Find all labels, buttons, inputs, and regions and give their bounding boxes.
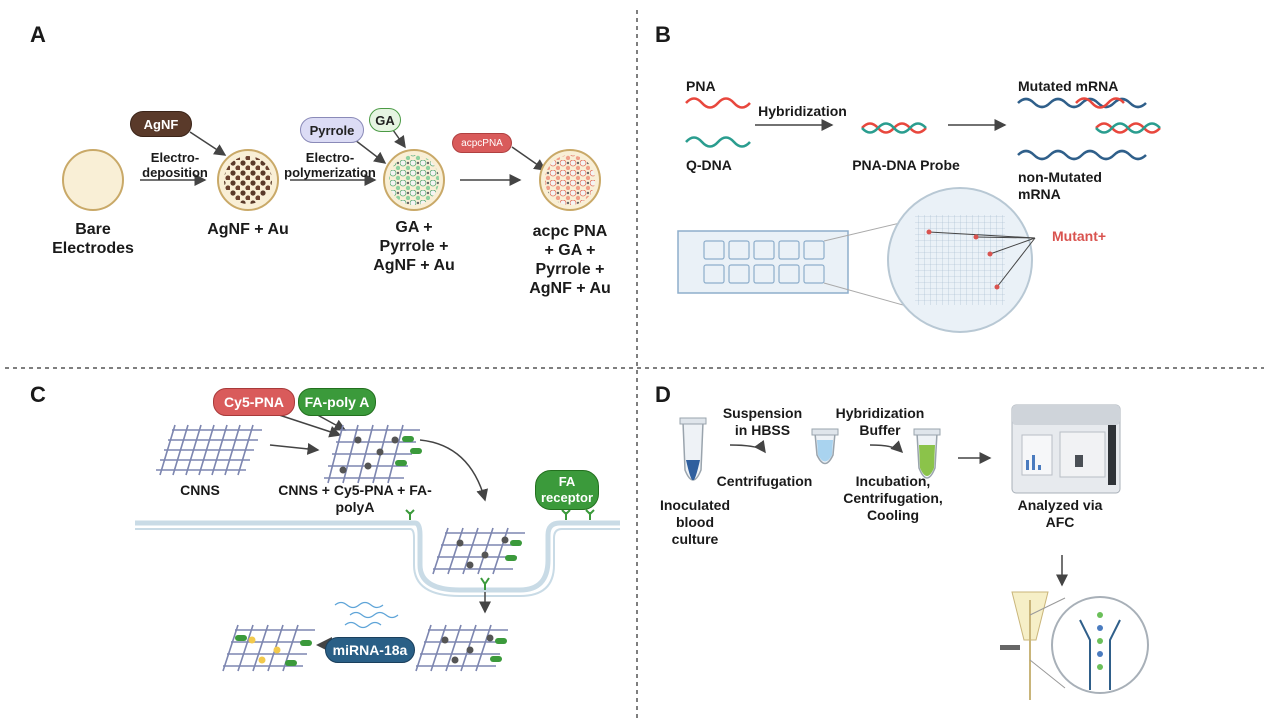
panel-label-b: B [655,22,671,47]
step-electrodeposition: Electro-deposition [142,150,208,180]
label-cnns: CNNS [180,482,220,498]
tag-agnf: AgNF [130,111,192,137]
afc-instrument [1011,404,1121,494]
panel-d-graphics [679,404,1149,700]
label-probe: PNA-DNA Probe [852,157,960,173]
label-cnns-complex: CNNS + Cy5-PNA + FA-polyA [278,482,432,515]
label-qdna: Q-DNA [686,157,732,173]
cnns-complex [324,424,420,484]
qdna-strand [685,136,751,148]
tag-ga: GA [369,108,401,132]
mutated-mrna [1017,97,1147,109]
pna-strand [685,97,751,109]
non-mutated-mrna [1017,149,1147,161]
label-acpc-stack: acpc PNA+ GA +Pyrrole +AgNF + Au [529,223,611,297]
tag-mirna-18a: miRNA-18a [325,637,415,663]
label-agnf-au: AgNF + Au [207,221,289,238]
label-incubation: Incubation,Centrifugation,Cooling [843,473,943,523]
label-mutated-mrna: Mutated mRNA [1018,78,1119,94]
label-centrifugation: Centrifugation [716,473,813,489]
panel-label-a: A [30,22,46,47]
label-hybridization: Hybridization [758,103,847,119]
tag-cy5-pna: Cy5-PNA [213,388,295,416]
flow-cell [1000,591,1149,700]
probe-strand-b [861,122,927,134]
label-pna: PNA [686,78,716,94]
receptors [405,509,595,590]
label-mutant-plus: Mutant+ [1052,228,1107,244]
step-electropolymerization: Electro-polymerization [284,150,376,180]
tag-fa-poly-a: FA-poly A [298,388,376,416]
label-ga-pyrrole-agnf-au: GA +Pyrrole +AgNF + Au [373,219,455,274]
chip [677,230,849,294]
cell-membrane [135,520,620,593]
internalized-sheet [432,527,525,575]
tag-pyrrole: Pyrrole [300,117,364,143]
panel-label-d: D [655,382,671,407]
panel-c-graphics [135,411,620,672]
sheet-decorations [235,436,522,666]
chip-wells [703,240,825,284]
final-sheet [222,624,315,672]
panel-a-graphics [62,129,601,211]
released-sheet [415,624,508,672]
bare-electrode [62,149,124,211]
panel-b-graphics [677,97,1161,333]
panel-label-c: C [30,382,46,407]
cnns-sheet [156,424,262,476]
mirna-strands [334,601,399,629]
tag-acpcpna: acpcPNA [452,133,512,153]
